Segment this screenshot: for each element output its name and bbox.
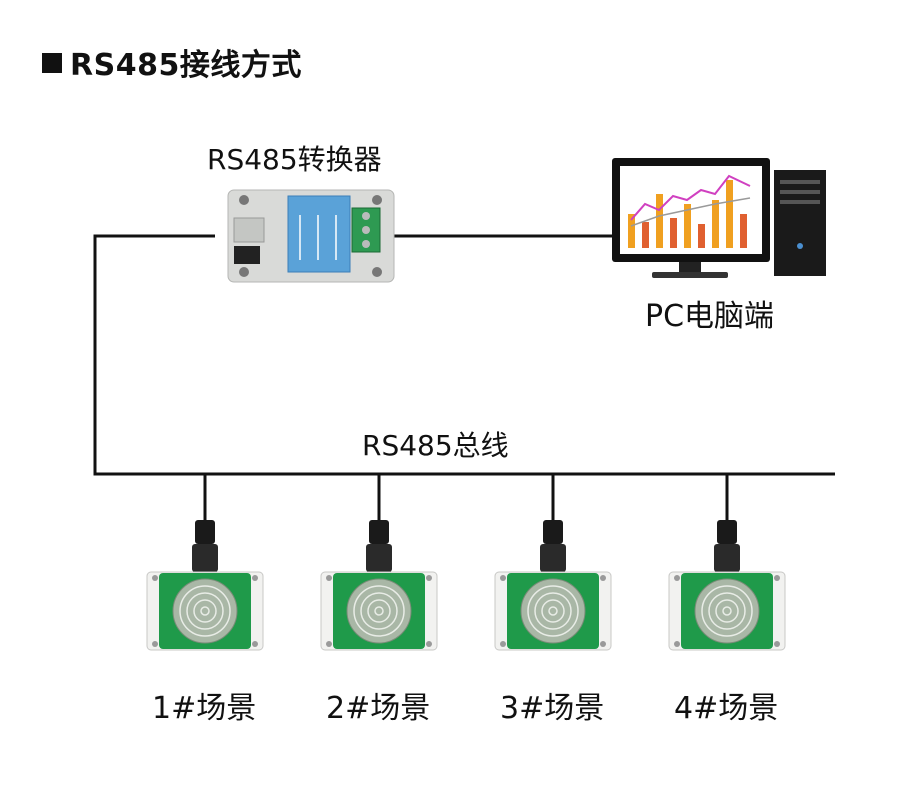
page-title-text: RS485接线方式 bbox=[70, 48, 302, 83]
rs485-converter bbox=[227, 189, 395, 283]
sensor-label-3: 3#场景 bbox=[500, 691, 605, 726]
sensor-label-4: 4#场景 bbox=[674, 691, 779, 726]
sensor-3 bbox=[494, 520, 612, 651]
bus-label: RS485总线 bbox=[362, 429, 509, 462]
square-bullet-icon bbox=[42, 53, 62, 73]
pc-label: PC电脑端 bbox=[645, 299, 775, 334]
page-title: RS485接线方式 bbox=[42, 40, 302, 84]
sensor-4 bbox=[668, 520, 786, 651]
sensor-label-1: 1#场景 bbox=[152, 691, 257, 726]
converter-label: RS485转换器 bbox=[207, 143, 382, 176]
wires bbox=[93, 234, 835, 525]
wire-converter-to-bus bbox=[93, 234, 835, 476]
pc-computer bbox=[612, 158, 826, 278]
sensor-label-2: 2#场景 bbox=[326, 691, 431, 726]
pc-screen-chart bbox=[628, 174, 751, 248]
sensor-1 bbox=[146, 520, 264, 651]
sensor-2 bbox=[320, 520, 438, 651]
